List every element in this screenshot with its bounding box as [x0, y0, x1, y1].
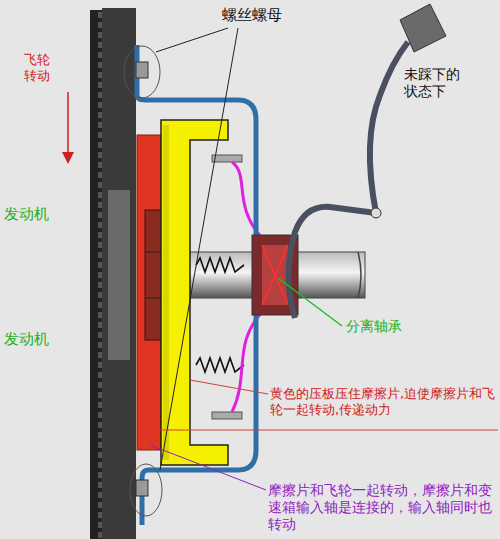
bolt-circle	[124, 46, 160, 98]
flywheel-hub	[108, 190, 130, 360]
leader-line	[160, 28, 238, 470]
flywheel	[102, 8, 136, 539]
leader-line	[278, 278, 342, 326]
part-label: 发动机	[4, 205, 49, 223]
rotation-arrow	[67, 92, 69, 158]
part-label: 螺丝螺母	[222, 6, 282, 24]
pin	[212, 155, 242, 162]
part-label: 分离轴承	[346, 318, 402, 335]
leader-line	[156, 28, 228, 52]
pedal-lever	[370, 42, 408, 213]
spring	[196, 258, 244, 372]
leader-line	[190, 380, 268, 394]
pivot	[371, 208, 381, 218]
state-label: 未踩下的状态下	[404, 66, 468, 100]
pin	[212, 412, 242, 419]
flywheel-teeth	[90, 10, 104, 539]
note-text: 黄色的压板压住摩擦片,迫使摩擦片和飞轮一起转动,传递动力	[270, 386, 496, 417]
release-fork	[289, 207, 377, 318]
leader-line	[150, 445, 266, 490]
bolt	[136, 62, 148, 78]
note-text: 摩擦片和飞轮一起转动，摩擦片和变速箱输入轴是连接的，输入轴同时也转动	[268, 482, 494, 532]
leader-line	[150, 430, 498, 431]
note-label: 飞轮转动	[24, 52, 54, 83]
bolt-circle	[130, 464, 162, 516]
pedal-pad	[400, 4, 446, 52]
bolt	[136, 480, 148, 496]
clutch-cover	[137, 45, 256, 525]
part-label: 发动机	[4, 330, 49, 348]
